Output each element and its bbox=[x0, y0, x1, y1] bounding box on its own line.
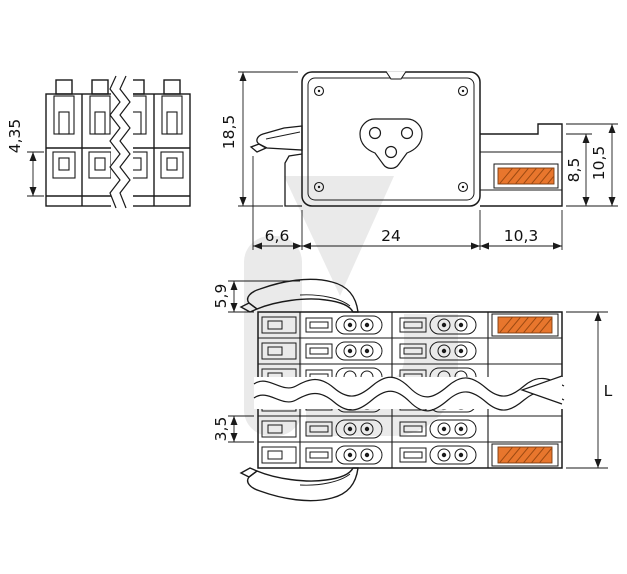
dim-lever-height: 5,9 bbox=[212, 280, 300, 313]
break-wave bbox=[253, 376, 565, 412]
dim-total-length: L bbox=[566, 311, 613, 469]
front-button bbox=[91, 79, 109, 95]
dim-label-rail-width: 10,3 bbox=[504, 227, 539, 245]
break-lines bbox=[109, 75, 131, 209]
plan-view bbox=[239, 278, 566, 502]
coding-notch bbox=[386, 71, 406, 79]
dim-width-chain: 6,6 24 10,3 bbox=[252, 156, 563, 250]
dim-label-pole-pitch: 3,5 bbox=[212, 417, 230, 442]
dim-rail-heights: 8,5 10,5 bbox=[565, 123, 618, 207]
orange-insert-bottom bbox=[491, 443, 559, 467]
mounting-holes bbox=[313, 85, 469, 193]
side-view bbox=[249, 71, 563, 207]
dim-label-front-height: 4,35 bbox=[6, 119, 24, 154]
dim-front-height: 4,35 bbox=[6, 119, 44, 197]
front-contact-windows bbox=[52, 151, 184, 179]
dim-label-rail-height: 8,5 bbox=[565, 158, 583, 183]
dim-label-lever-height: 5,9 bbox=[212, 284, 230, 309]
latch-lever-side bbox=[249, 125, 303, 207]
dim-label-body-width: 24 bbox=[381, 227, 401, 245]
dim-side-height: 18,5 bbox=[220, 71, 298, 207]
dim-label-rail-total-height: 10,5 bbox=[590, 146, 608, 181]
dim-label-latch-depth: 6,6 bbox=[265, 227, 290, 245]
release-lever-bottom bbox=[239, 467, 359, 502]
dim-label-total-length: L bbox=[604, 382, 613, 400]
front-button bbox=[163, 79, 181, 95]
dim-label-side-height: 18,5 bbox=[220, 115, 238, 150]
center-boss bbox=[359, 118, 423, 169]
orange-insert-top bbox=[491, 313, 559, 337]
dim-pole-pitch: 3,5 bbox=[212, 415, 254, 443]
front-view bbox=[45, 75, 191, 209]
spring-tip bbox=[520, 375, 563, 405]
front-button bbox=[55, 79, 73, 95]
rail-foot-side bbox=[480, 123, 563, 207]
